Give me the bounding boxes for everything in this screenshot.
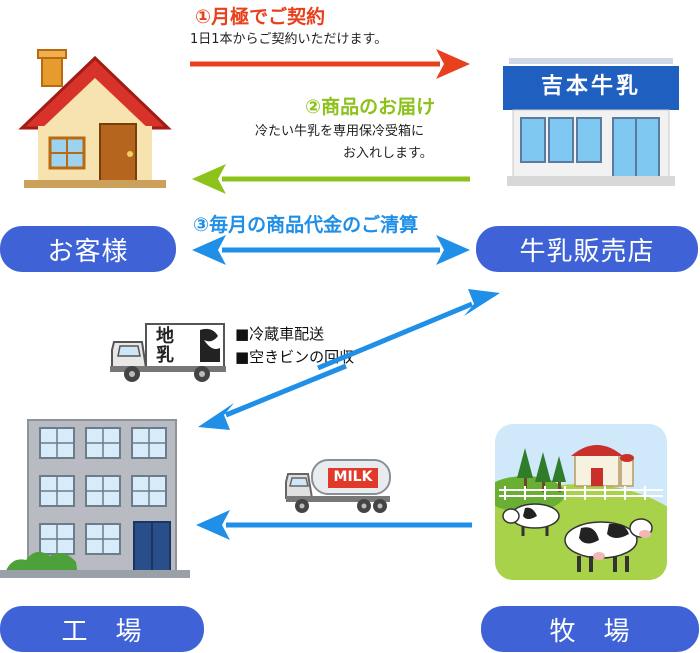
logistics-bullet-2: ■空きビンの回収	[235, 348, 355, 366]
delivery-note-line2: お入れします。	[343, 146, 433, 161]
house-icon	[18, 49, 172, 188]
logistics-bullet-1: ■冷蔵車配送	[235, 325, 325, 343]
farm-scene-icon	[495, 424, 667, 580]
customer-label: お客様	[0, 226, 176, 272]
factory-label: 工 場	[0, 606, 204, 652]
delivery-title: ②商品のお届け	[305, 96, 436, 118]
payment-title: ③毎月の商品代金のご清算	[193, 214, 419, 236]
shop-sign: 吉本牛乳	[540, 74, 641, 99]
delivery-truck-text: 地乳	[153, 326, 174, 364]
shop-icon	[503, 58, 679, 186]
tanker-text: MILK	[333, 469, 373, 485]
farm-label: 牧 場	[481, 606, 699, 652]
milk-tanker-icon	[285, 459, 391, 513]
delivery-note-line1: 冷たい牛乳を専用保冷受箱に	[255, 124, 425, 139]
factory-building-icon	[0, 419, 190, 578]
contract-title: ①月極でご契約	[195, 6, 326, 28]
delivery-truck-icon	[110, 323, 226, 382]
shop-label: 牛乳販売店	[476, 226, 698, 272]
contract-note: 1日1本からご契約いただけます。	[190, 32, 388, 47]
